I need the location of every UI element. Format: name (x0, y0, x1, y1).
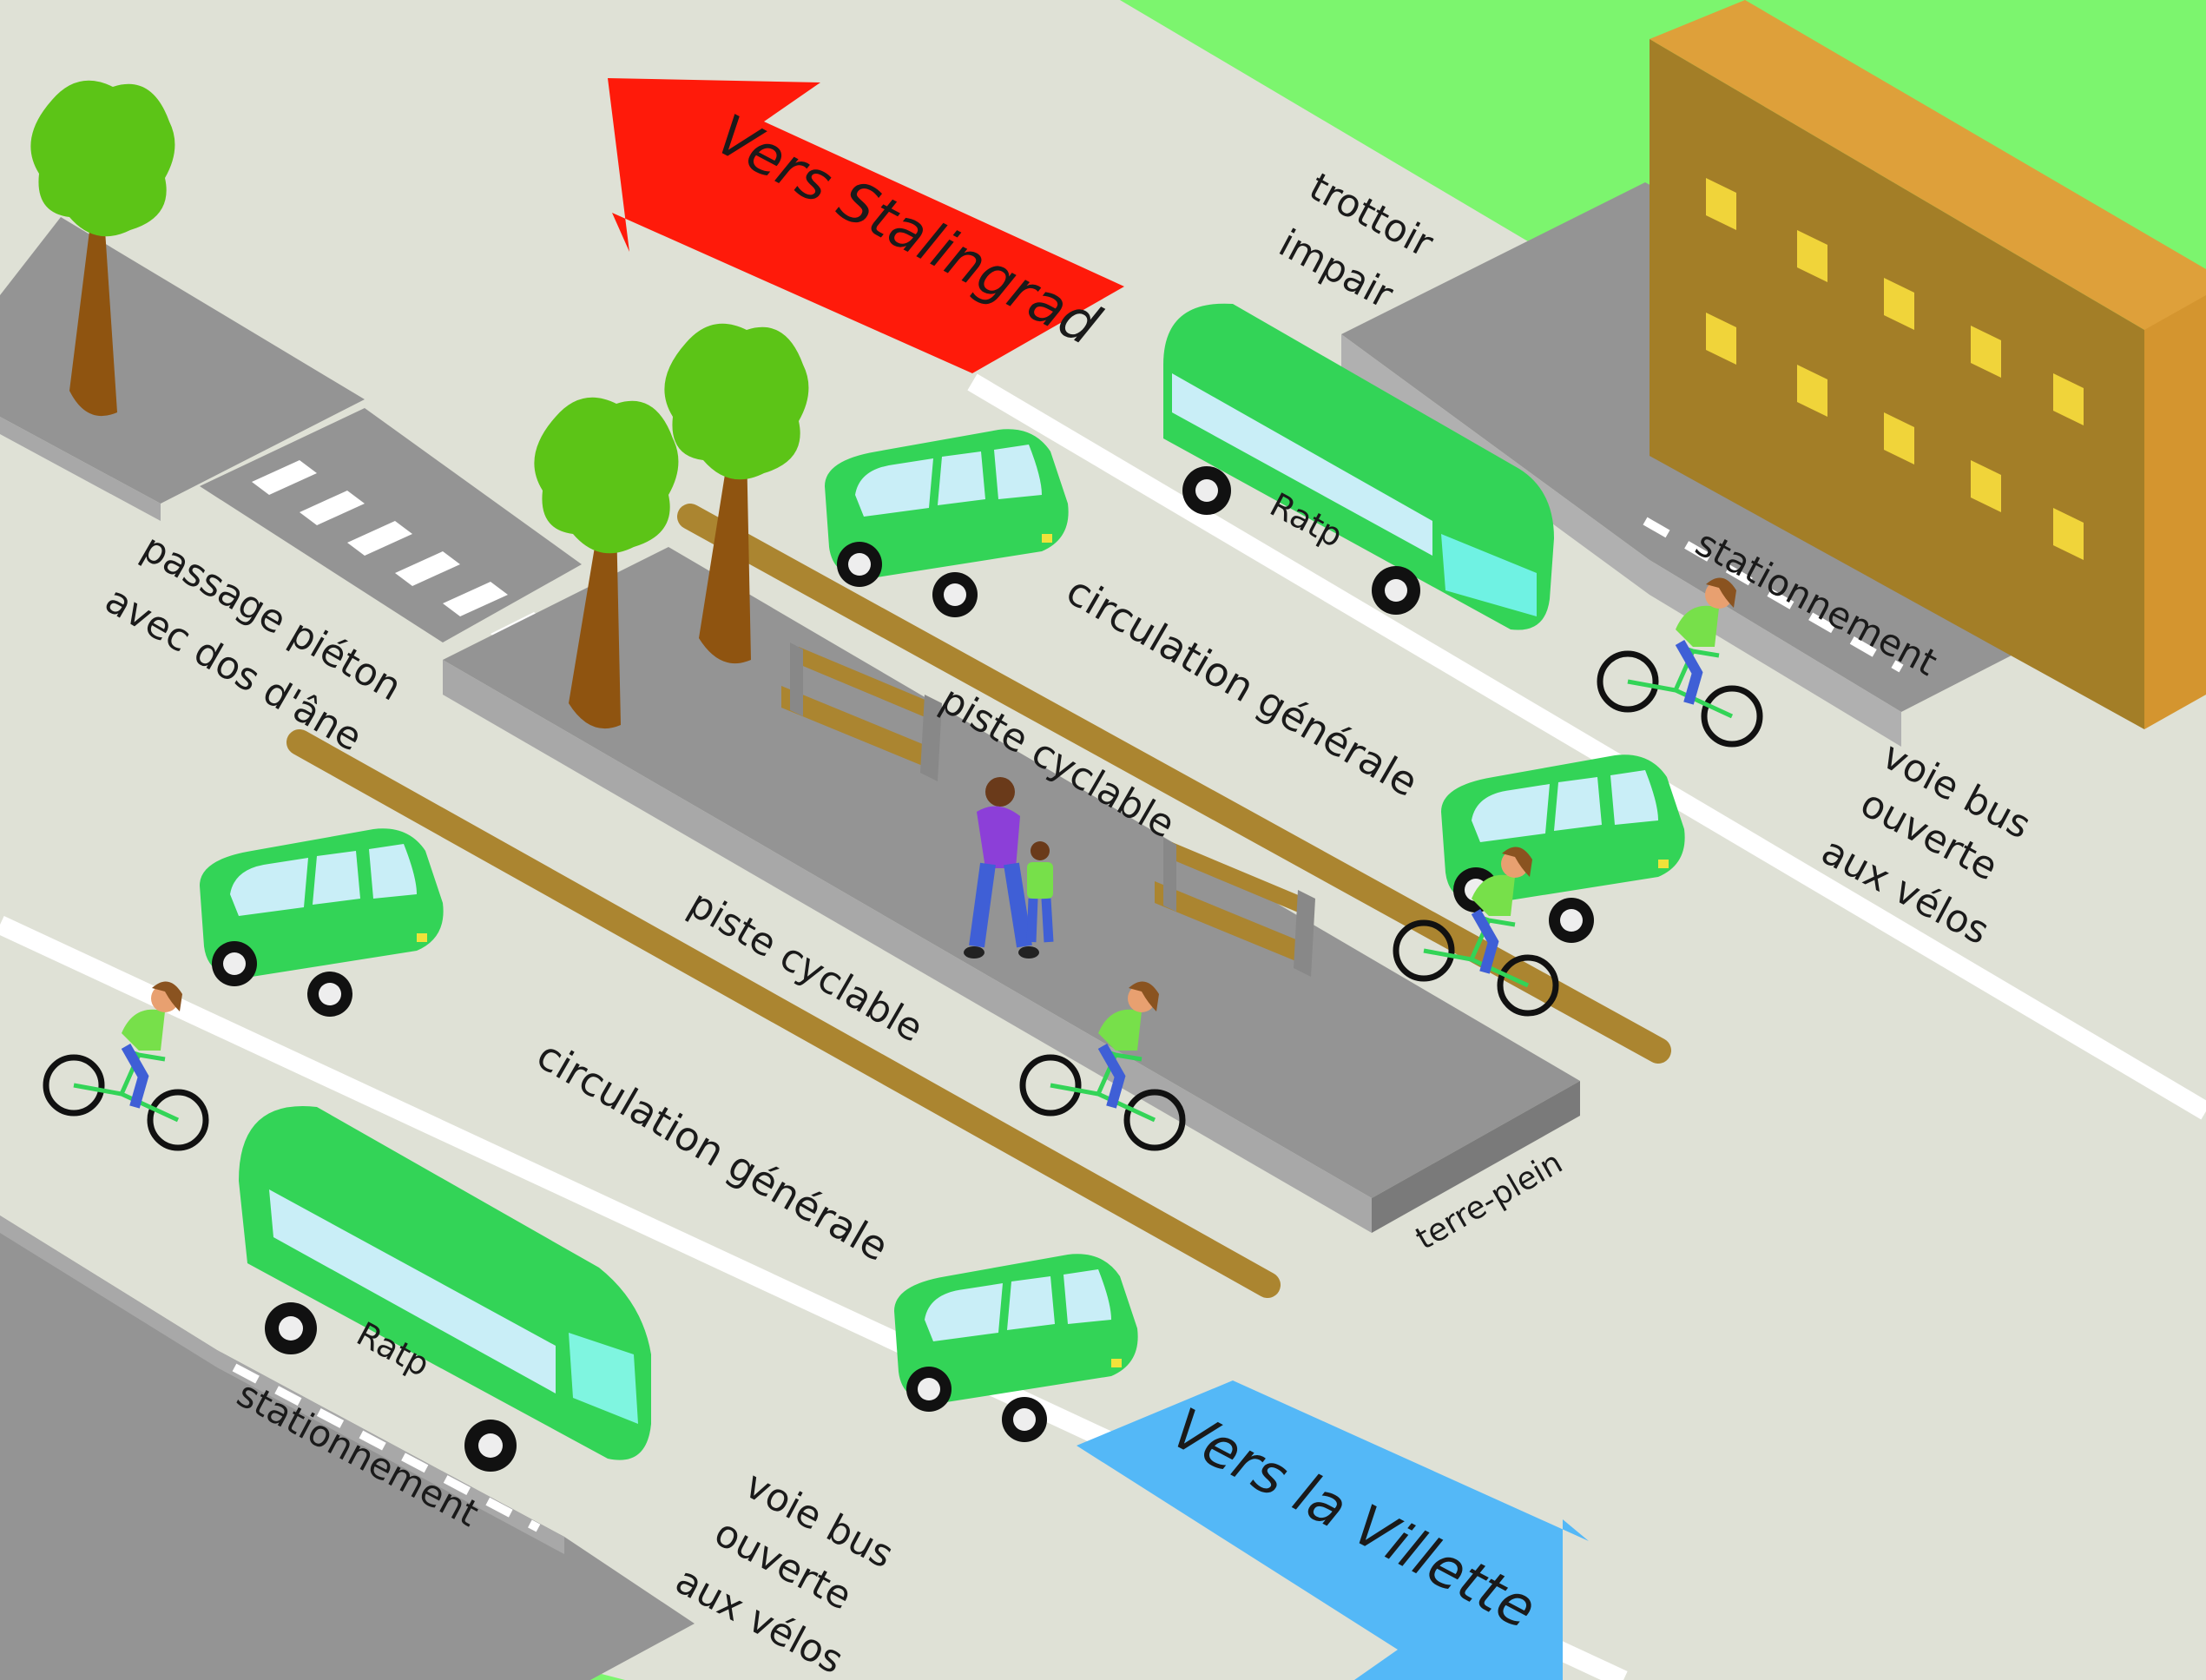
tree-icon (30, 80, 175, 417)
bus-icon: Ratp (1163, 303, 1554, 630)
pedestrian-icon (1026, 841, 1054, 943)
pedestrian-icon (964, 777, 1039, 959)
building-icon (1650, 0, 2206, 729)
tree-icon (534, 397, 679, 729)
tree-icon (664, 323, 809, 664)
